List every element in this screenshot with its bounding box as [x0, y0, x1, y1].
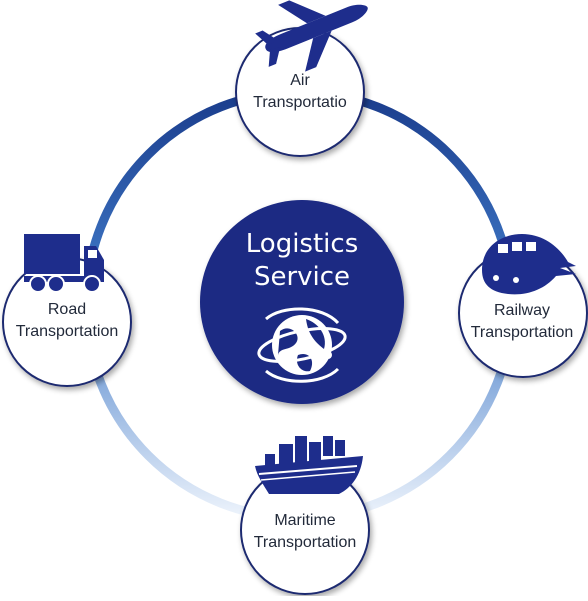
railway-label-line1: Railway [493, 302, 550, 319]
air-label-line2: Transportatio [253, 94, 347, 111]
air-label-line1: Air [290, 72, 310, 89]
air-node-label: Air Transportatio [236, 70, 364, 114]
center-title: Logistics Service [202, 228, 402, 294]
road-label-line1: Road [47, 301, 87, 318]
maritime-label-line1: Maritime [274, 512, 336, 529]
train-icon [482, 234, 576, 295]
airplane-icon [255, 0, 368, 72]
railway-node-label: Railway Transportation [458, 300, 586, 344]
maritime-node-label: Maritime Transportation [241, 510, 369, 554]
road-label-line2: Transportation [15, 323, 119, 340]
globe-icon [257, 307, 347, 383]
center-title-line2: Service [253, 262, 351, 292]
center-circle [200, 200, 404, 404]
railway-label-line2: Transportation [470, 324, 574, 341]
maritime-label-line2: Transportation [253, 534, 357, 551]
cargo-ship-icon [255, 436, 363, 494]
center-title-line1: Logistics [245, 229, 359, 259]
truck-icon [24, 234, 104, 293]
road-node-label: Road Transportation [3, 299, 131, 343]
